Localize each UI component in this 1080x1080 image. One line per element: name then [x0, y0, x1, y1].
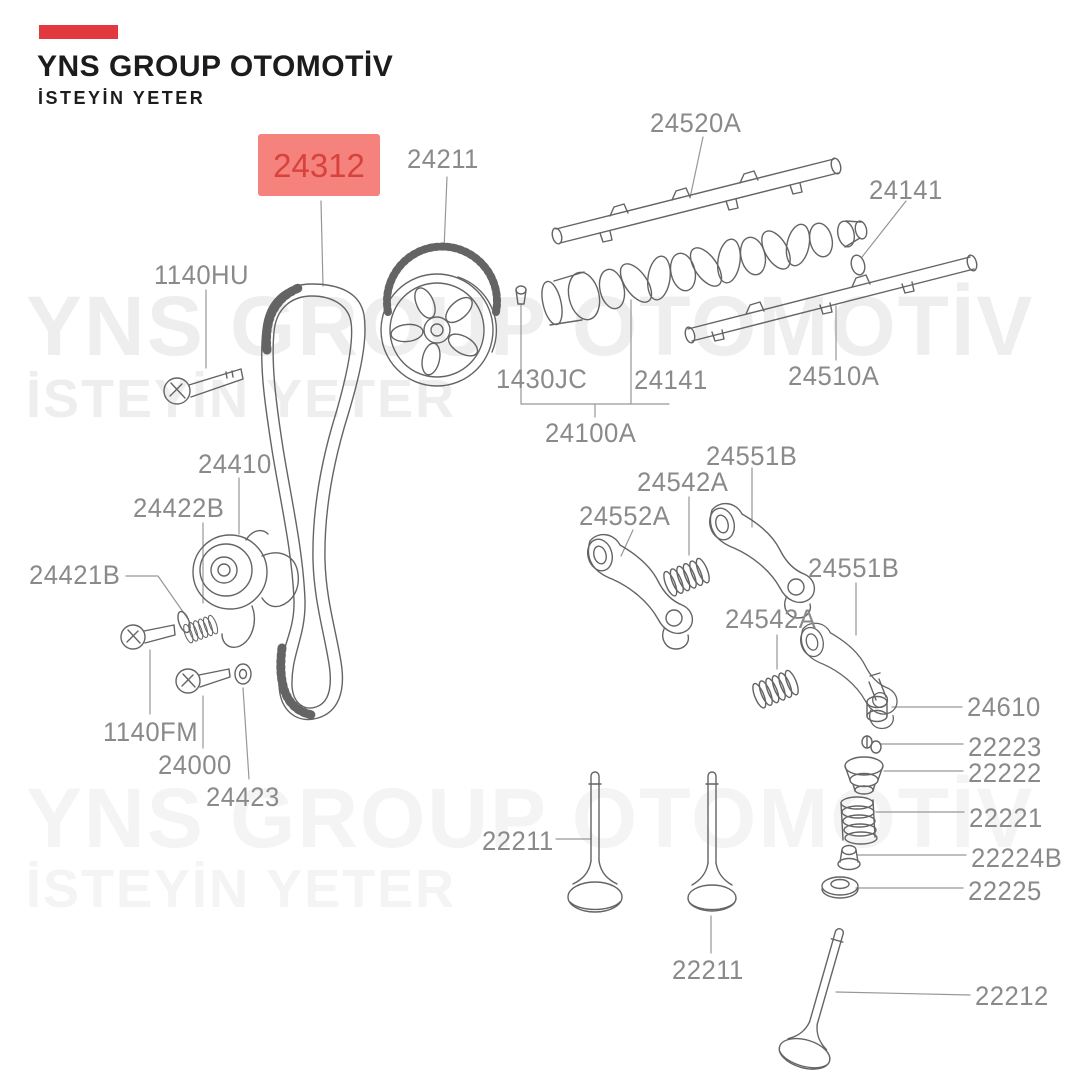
rocker-spring-1-art [660, 556, 713, 599]
bolt-1140hu-art [163, 368, 244, 405]
timing-belt-art [261, 282, 366, 721]
part-label-22211: 22211 [482, 826, 554, 856]
rocker-shaft-top-art [551, 157, 842, 245]
tensioner-pulley-art [192, 529, 299, 648]
part-label-1140fm: 1140FM [103, 717, 199, 747]
part-label-24510a: 24510A [788, 361, 880, 391]
rocker-arm-3-art [796, 622, 898, 730]
part-label-22212: 22212 [975, 981, 1049, 1011]
part-label-24552a: 24552A [579, 501, 671, 531]
part-label-24312-highlighted: 24312 [258, 134, 380, 196]
cam-sprocket-art [380, 242, 501, 387]
rocker-shaft-bottom-art [684, 254, 978, 344]
part-label-24211: 24211 [407, 144, 479, 174]
part-label-24542a: 24542A [637, 467, 729, 497]
valve-keepers-art [861, 735, 882, 754]
spring-retainer-art [844, 756, 884, 795]
valve-intake-1-art [567, 771, 623, 913]
valve-exhaust-art [778, 928, 844, 1070]
part-label-22222: 22222 [968, 758, 1042, 788]
watermark-middle-line2: İSTEYİN YETER [26, 369, 457, 429]
part-label-24421b: 24421B [29, 560, 121, 590]
part-label-22211: 22211 [672, 955, 744, 985]
camshaft-art [541, 220, 868, 326]
watermark-bottom-line2: İSTEYİN YETER [26, 859, 457, 919]
pivot-nut-art [866, 672, 888, 723]
part-label-24141: 24141 [869, 175, 943, 205]
plug-art [850, 254, 866, 276]
part-label-24423: 24423 [206, 782, 280, 812]
tensioner-spring-art [177, 610, 221, 645]
valve-intake-2-art [687, 771, 737, 912]
brand-tagline: İSTEYİN YETER [38, 88, 206, 108]
pin-art [515, 285, 527, 305]
brand-accent-bar [39, 25, 118, 39]
part-label-24542a: 24542A [725, 604, 817, 634]
rocker-spring-2-art [749, 668, 802, 711]
brand-name: YNS GROUP OTOMOTİV [37, 50, 394, 83]
spring-seat-art [821, 876, 859, 899]
part-label-1430jc: 1430JC [496, 364, 588, 394]
bolt-24000-art [175, 668, 231, 694]
washer-art [234, 663, 252, 685]
part-label-22223: 22223 [968, 732, 1042, 762]
part-label-22225: 22225 [968, 876, 1042, 906]
watermark-middle-line1: YNS GROUP OTOMOTİV [26, 279, 1035, 373]
part-label-24520a: 24520A [650, 108, 742, 138]
valve-spring-art [840, 796, 878, 845]
rocker-arm-2-art [705, 502, 816, 619]
part-label-24422b: 24422B [133, 493, 225, 523]
part-label-24551b: 24551B [706, 441, 798, 471]
part-label-24000: 24000 [158, 750, 232, 780]
part-label-22221: 22221 [969, 803, 1043, 833]
part-label-24100a: 24100A [545, 418, 637, 448]
part-label-1140hu: 1140HU [154, 260, 250, 290]
bolt-1140fm-art [120, 624, 176, 650]
part-label-24551b: 24551B [808, 553, 900, 583]
part-label-22224b: 22224B [971, 843, 1063, 873]
part-label-24410: 24410 [198, 449, 272, 479]
valve-seal-art [837, 844, 861, 871]
part-label-24141: 24141 [634, 365, 708, 395]
leader-lines [125, 136, 971, 996]
part-label-24610: 24610 [967, 692, 1041, 722]
